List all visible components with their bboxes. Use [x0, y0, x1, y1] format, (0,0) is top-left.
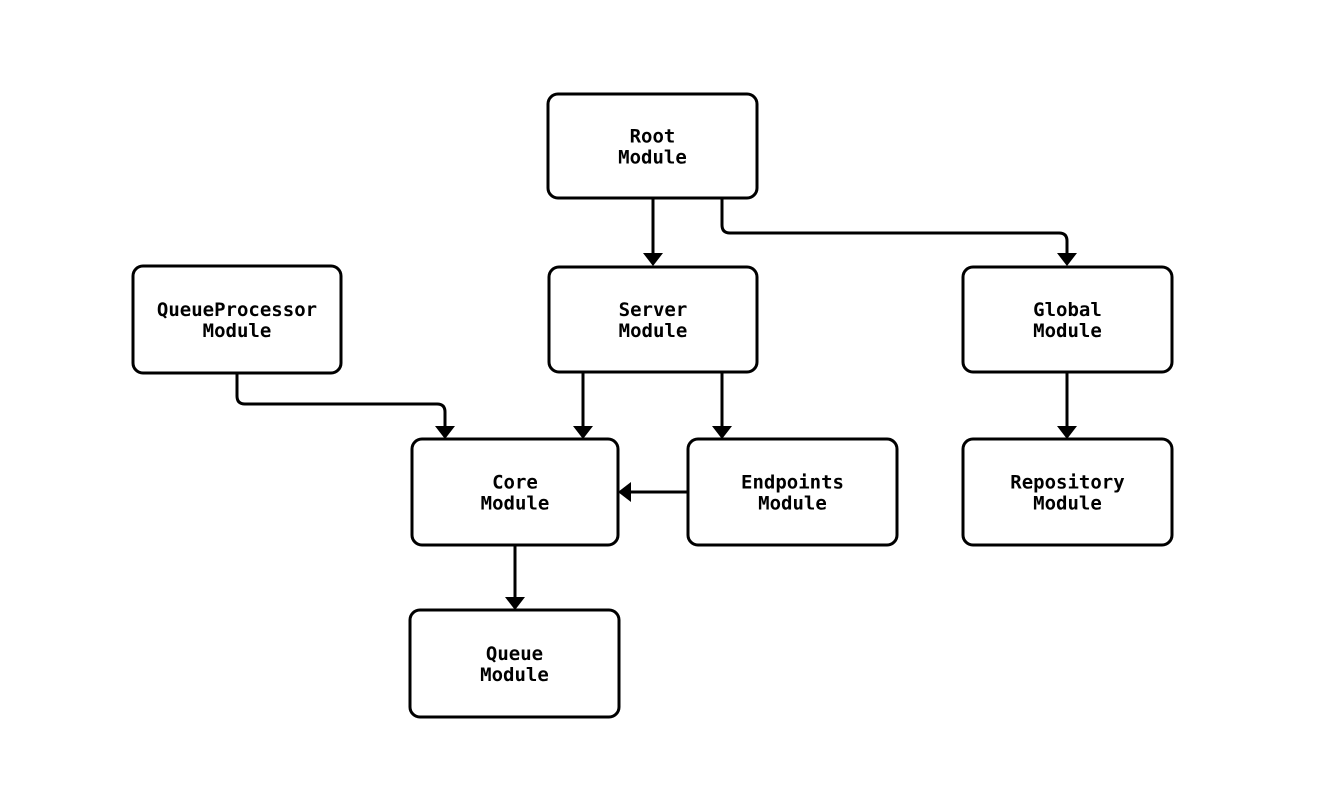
- node-box-queue-processor: [131, 264, 343, 375]
- edge-endpoints-to-core: [618, 482, 688, 502]
- edge-server-to-endpoints: [712, 372, 732, 439]
- edge-global-to-repository: [1057, 372, 1077, 439]
- node-box-core: [410, 437, 620, 547]
- arrowhead-endpoints-to-core: [618, 482, 631, 502]
- node-box-server: [547, 265, 759, 374]
- edge-server-to-core: [573, 372, 593, 439]
- arrowhead-core-to-queue: [505, 597, 525, 610]
- arrowhead-root-to-server: [643, 253, 663, 266]
- node-box-repository: [961, 437, 1174, 547]
- edge-core-to-queue: [505, 545, 525, 610]
- node-box-endpoints: [686, 437, 899, 547]
- arrowhead-server-to-core: [573, 426, 593, 439]
- arrowhead-queue-processor-to-core: [435, 426, 455, 439]
- edge-queue-processor-to-core: [235, 373, 455, 439]
- edge-root-to-server: [643, 198, 663, 266]
- arrowhead-root-to-global: [1057, 253, 1077, 266]
- node-box-queue: [408, 608, 621, 719]
- node-box-global: [961, 265, 1174, 374]
- edge-root-to-global: [720, 198, 1077, 266]
- arrowhead-global-to-repository: [1057, 426, 1077, 439]
- arrowhead-server-to-endpoints: [712, 426, 732, 439]
- node-box-root: [546, 92, 759, 200]
